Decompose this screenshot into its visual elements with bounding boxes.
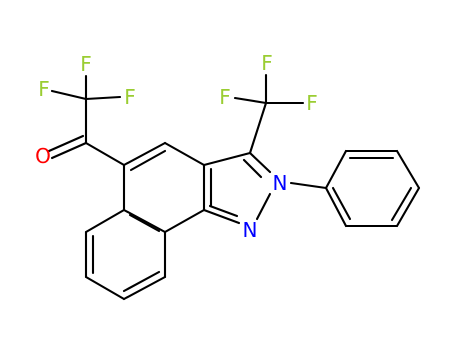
- atom-label-f1: F: [80, 52, 92, 76]
- atom-label-n1: N: [243, 218, 258, 242]
- bond-ph4-inner: [390, 186, 413, 222]
- bonds: [47, 73, 421, 301]
- bond-c4-c3a: [163, 141, 206, 167]
- atom-label-f2: F: [38, 77, 50, 101]
- bond-c5-c4: [122, 141, 167, 167]
- atom-label-n2: N: [273, 171, 288, 195]
- atom-label-f6: F: [306, 91, 318, 115]
- atom-label-f5: F: [219, 85, 231, 109]
- bond-ph1: [324, 149, 348, 190]
- bond-ph6: [324, 186, 348, 228]
- bond-c9a-c5a: [122, 208, 167, 234]
- bond-c3-n2: [248, 151, 272, 174]
- atom-labels: F F F F F F O N N: [35, 51, 318, 242]
- bond-c3-cf3: [248, 101, 268, 155]
- bond-c5a-c6: [84, 208, 126, 234]
- bond-ph6-inner: [331, 186, 352, 221]
- bond-f2-cf3: [50, 89, 88, 101]
- bond-carbonyl-c5: [84, 141, 126, 167]
- bond-c3-n2-inner: [242, 158, 263, 179]
- bond-n2-phenyl: [289, 181, 328, 190]
- bond-c8-c9-inner: [122, 270, 161, 293]
- bond-carbonyl-o-2: [47, 134, 85, 153]
- bond-n2-n1: [255, 192, 272, 221]
- bond-carbonyl-o: [50, 141, 88, 160]
- bond-c5-c4-inner: [129, 149, 167, 172]
- bond-c9b-c9a: [163, 208, 206, 234]
- bond-c3a-c3: [202, 151, 252, 167]
- atom-label-o1: O: [35, 144, 51, 168]
- bond-ph4: [395, 186, 421, 228]
- bond-f3-cf3: [84, 95, 122, 101]
- atom-label-f4: F: [261, 51, 273, 75]
- bond-c7-c8: [84, 275, 126, 301]
- bond-c8-c9: [122, 275, 167, 301]
- bond-n1-c9b: [202, 208, 241, 225]
- atom-label-f3: F: [124, 85, 136, 109]
- bond-n1-c9b-inner: [208, 204, 239, 218]
- bond-c5a-c9a-inner: [128, 213, 161, 233]
- bond-ph3: [395, 149, 421, 190]
- bond-cf3-f5: [233, 96, 268, 105]
